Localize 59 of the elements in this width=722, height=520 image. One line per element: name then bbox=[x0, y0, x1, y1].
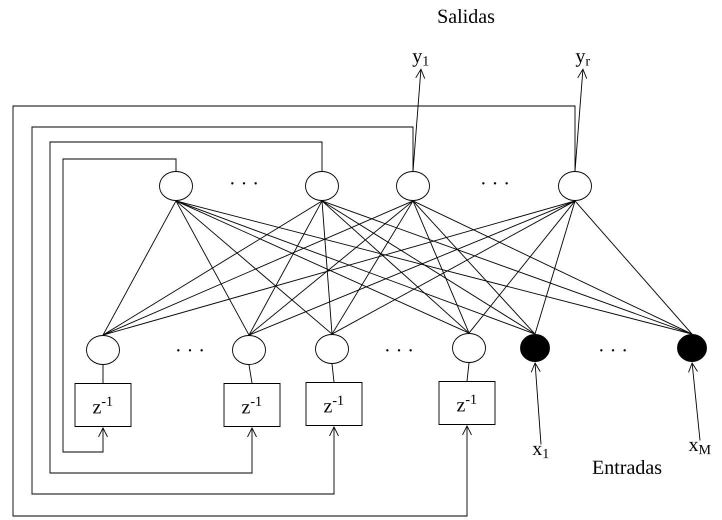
neuron-circle bbox=[315, 334, 349, 364]
connection-line bbox=[176, 200, 250, 336]
output-label: y$_{1}$ bbox=[412, 53, 428, 67]
connection-line bbox=[102, 200, 322, 336]
ellipsis: · · · bbox=[482, 182, 508, 184]
connection-line bbox=[322, 200, 536, 334]
feedback-arrow bbox=[50, 142, 322, 474]
output-label: y$_{r}$ bbox=[576, 53, 590, 67]
connection-line bbox=[322, 200, 332, 334]
feedback-arrow bbox=[62, 158, 176, 452]
connection-line bbox=[412, 200, 536, 334]
connection-line bbox=[574, 200, 692, 334]
connection-line bbox=[176, 200, 470, 334]
connection-line bbox=[176, 200, 692, 334]
neuron-circle bbox=[558, 171, 592, 201]
neuron-circle bbox=[232, 335, 266, 365]
neuron-circle bbox=[159, 171, 193, 201]
connection-line bbox=[102, 200, 576, 336]
input-arrow bbox=[688, 362, 700, 441]
feedback-arrow bbox=[32, 126, 414, 494]
input-label: x$_{1}$ bbox=[532, 446, 548, 458]
neuron-circle bbox=[396, 171, 430, 201]
connection-line bbox=[534, 200, 576, 334]
connection-line bbox=[176, 200, 536, 334]
connection-line bbox=[412, 200, 692, 334]
delay-box: z$^{-1}$ bbox=[306, 382, 362, 426]
connection-line bbox=[248, 200, 322, 336]
connection-line bbox=[102, 200, 414, 336]
connection-line bbox=[332, 200, 414, 334]
ellipsis: · · · bbox=[600, 349, 626, 352]
connection-line bbox=[248, 200, 414, 336]
connection-line bbox=[466, 362, 470, 382]
input-dot bbox=[520, 334, 550, 362]
section-label: Salidas bbox=[438, 8, 494, 24]
delay-box: z$^{-1}$ bbox=[224, 383, 280, 427]
connection-line bbox=[322, 200, 692, 334]
input-dot bbox=[677, 334, 707, 362]
delay-box: z$^{-1}$ bbox=[438, 381, 496, 425]
ellipsis: · · · bbox=[177, 349, 203, 352]
connection-line bbox=[468, 200, 576, 334]
connection-line bbox=[332, 200, 576, 334]
delay-box: z$^{-1}$ bbox=[74, 383, 132, 427]
feedback-arrow bbox=[12, 106, 576, 516]
ellipsis: · · · bbox=[386, 349, 412, 352]
input-label: x$_{M}$ bbox=[688, 442, 711, 454]
connection-line bbox=[248, 364, 252, 384]
connection-line bbox=[102, 200, 176, 336]
section-label: Entradas bbox=[592, 460, 662, 474]
neuron-circle bbox=[305, 171, 339, 201]
neuron-circle bbox=[452, 333, 486, 363]
connection-line bbox=[248, 200, 576, 336]
connection-line bbox=[322, 200, 470, 334]
connection-line bbox=[102, 364, 104, 384]
ellipsis: · · · bbox=[231, 182, 257, 184]
connection-line bbox=[332, 364, 334, 382]
connection-line bbox=[412, 200, 470, 334]
neuron-circle bbox=[86, 335, 120, 365]
input-arrow bbox=[530, 362, 542, 445]
connection-line bbox=[176, 200, 332, 334]
